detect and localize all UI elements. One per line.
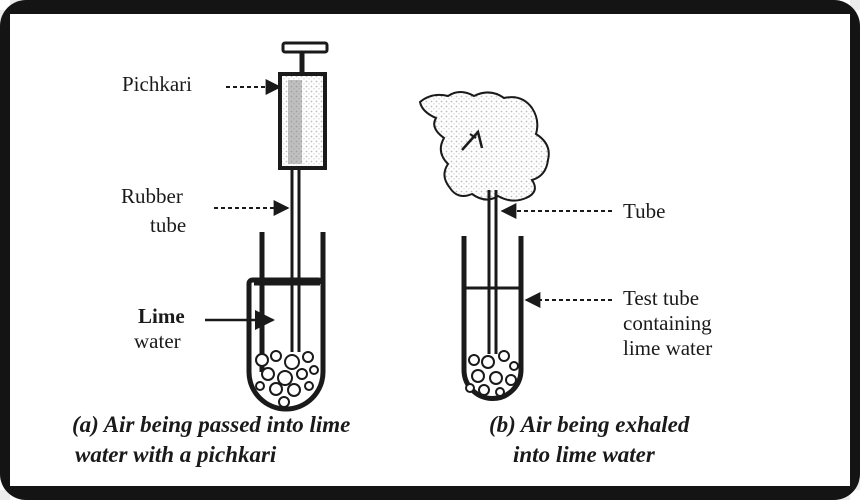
label-pichkari: Pichkari (122, 72, 192, 96)
pichkari-handle (281, 41, 329, 54)
label-rubber-tube-line2: tube (150, 213, 186, 237)
panel-a-rubber-tube (290, 166, 301, 352)
breath-dash (469, 133, 477, 139)
exhaled-breath-cloud (418, 91, 550, 202)
panel-a-bubbles (255, 350, 319, 408)
label-lime-water-line2: water (134, 329, 181, 353)
label-test-tube-line2: containing (623, 311, 712, 335)
panel-b-bubbles (465, 350, 519, 397)
panel-b: Tube Test tube containing lime water (b)… (418, 91, 712, 467)
label-rubber-tube-line1: Rubber (121, 184, 183, 208)
paper (10, 14, 850, 486)
panel-b-tube (487, 190, 498, 354)
label-lime-water-line1: Lime (138, 304, 185, 328)
caption-a-line2: water with a pichkari (75, 442, 277, 467)
pichkari-barrel (278, 72, 327, 170)
panel-a: Pichkari Rubber tube Lime water (a) Air … (72, 41, 350, 467)
caption-a-line1: (a) Air being passed into lime (72, 412, 350, 437)
panel-a-test-tube (246, 232, 326, 412)
caption-b-line1: (b) Air being exhaled (489, 412, 690, 437)
label-tube: Tube (623, 199, 665, 223)
label-test-tube-line1: Test tube (623, 286, 699, 310)
label-test-tube-line3: lime water (623, 336, 712, 360)
caption-b-line2: into lime water (513, 442, 656, 467)
breath-mark (461, 129, 484, 151)
pichkari-shading (288, 80, 302, 164)
panel-b-test-tube (461, 236, 524, 401)
